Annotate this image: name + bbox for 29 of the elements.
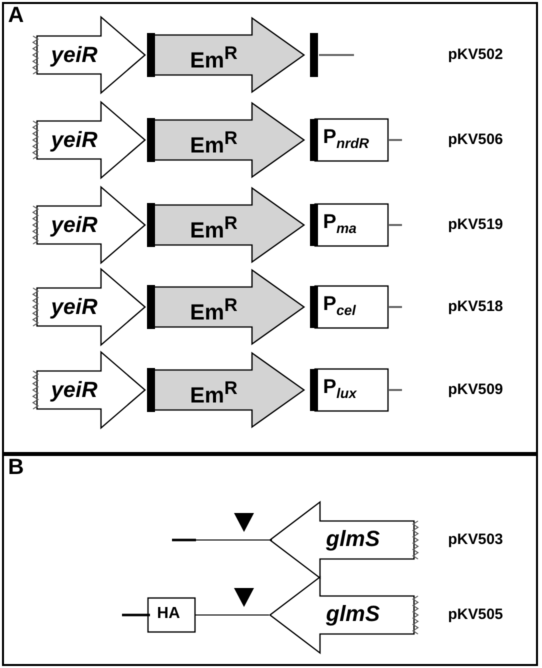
plasmid-name: pKV505	[448, 606, 504, 623]
gene-label: Em$^{R}$	[190, 377, 238, 408]
panel	[2, 454, 538, 666]
gene-label: Em$^{R}$	[190, 294, 238, 326]
panel-letter: A	[8, 2, 24, 28]
promoter-label: P$_{ma}$	[323, 211, 357, 236]
gene-label: glmS	[326, 526, 380, 552]
plasmid-name: pKV518	[448, 298, 504, 315]
tag-label: HA	[157, 605, 180, 623]
gene-label: Em$^{R}$	[190, 212, 238, 244]
gene-label: Em$^{R}$	[190, 42, 238, 74]
promoter-label: P$_{cel}$	[323, 293, 356, 318]
gene-label: glmS	[326, 601, 380, 627]
gene-label: yeiR	[51, 212, 98, 238]
plasmid-name: pKV502	[448, 46, 504, 63]
gene-label: yeiR	[51, 127, 98, 153]
panel	[2, 2, 538, 454]
plasmid-name: pKV503	[448, 531, 504, 548]
plasmid-name: pKV509	[448, 381, 504, 398]
plasmid-name: pKV506	[448, 131, 504, 148]
promoter-label: P$_{nrdR}$	[323, 126, 370, 151]
gene-label: Em$^{R}$	[190, 127, 238, 158]
gene-label: yeiR	[51, 294, 98, 320]
panel-letter: B	[8, 454, 24, 480]
promoter-label: P$_{lux}$	[323, 376, 357, 401]
gene-label: yeiR	[51, 42, 98, 68]
gene-label: yeiR	[51, 377, 98, 403]
plasmid-name: pKV519	[448, 216, 504, 233]
dna-line	[194, 614, 270, 616]
